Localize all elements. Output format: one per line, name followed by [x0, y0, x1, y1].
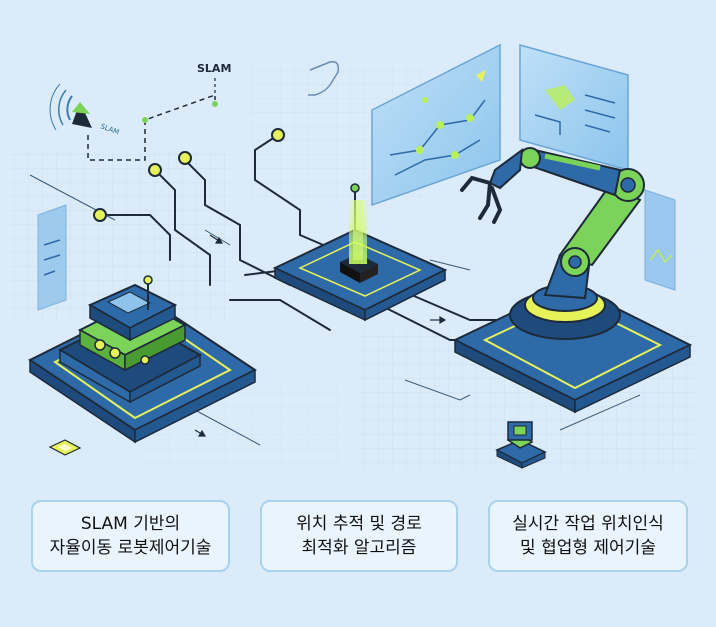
circuit-nodes [93, 128, 360, 222]
hologram-screen-left [371, 43, 501, 207]
caption-line: 최적화 알고리즘 [301, 538, 417, 558]
sensor-tile [48, 439, 82, 456]
center-platform [272, 228, 448, 322]
slam-label: SLAM [197, 62, 231, 75]
robot-arm [460, 147, 645, 300]
caption-position-tracking: 위치 추적 및 경로 최적화 알고리즘 [260, 500, 458, 572]
caption-slam-robot-control: SLAM 기반의 자율이동 로봇제어기술 [31, 500, 230, 572]
chip-module [495, 421, 547, 469]
robot-arm-platform [452, 283, 693, 414]
caption-realtime-collaboration: 실시간 작업 위치인식 및 협업형 제어기술 [488, 500, 688, 572]
slam-sensor: SLAM SLAM [49, 62, 231, 161]
slam-small-label: SLAM [99, 122, 120, 136]
caption-line: 실시간 작업 위치인식 [512, 514, 664, 534]
signal-beacon [349, 200, 367, 264]
caption-line: 및 협업형 제어기술 [520, 538, 656, 558]
caption-line: SLAM 기반의 [80, 514, 181, 534]
caption-line: 위치 추적 및 경로 [296, 514, 422, 534]
hologram-screen-right [519, 44, 629, 171]
tracked-robot [57, 275, 203, 404]
left-holo-panel [37, 204, 67, 311]
message-bubble-outline [308, 60, 340, 96]
hologram-screen-small [644, 189, 676, 291]
flow-arrows [194, 234, 447, 437]
caption-line: 자율이동 로봇제어기술 [49, 538, 212, 558]
